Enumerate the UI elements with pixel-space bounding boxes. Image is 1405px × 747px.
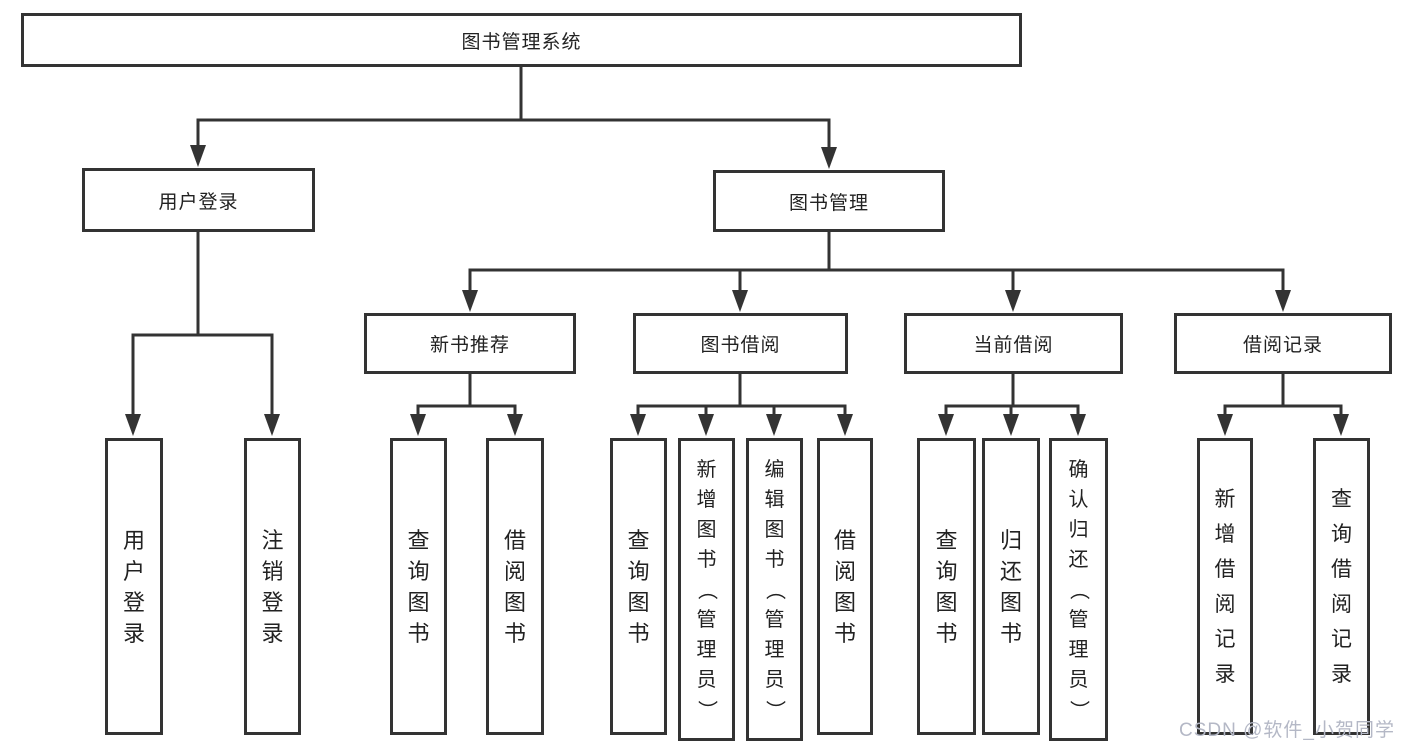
- node-book-borrow: 图书借阅: [633, 313, 848, 374]
- leaf-query-book-2: 查询图书: [610, 438, 667, 735]
- node-user-login: 用户登录: [82, 168, 315, 232]
- node-borrow-records: 借阅记录: [1174, 313, 1392, 374]
- leaf-borrow-book-1: 借阅图书: [486, 438, 544, 735]
- leaf-user-login: 用户登录: [105, 438, 163, 735]
- node-current-borrow: 当前借阅: [904, 313, 1123, 374]
- leaf-borrow-book-2: 借阅图书: [817, 438, 873, 735]
- leaf-logout: 注销登录: [244, 438, 301, 735]
- leaf-return-book: 归还图书: [982, 438, 1040, 735]
- watermark-text: CSDN @软件_小贺同学: [1179, 720, 1395, 741]
- leaf-add-book-admin: 新增图书（管理员）: [678, 438, 735, 741]
- leaf-confirm-return-admin: 确认归还（管理员）: [1049, 438, 1108, 741]
- leaf-add-borrow-record: 新增借阅记录: [1197, 438, 1253, 735]
- leaf-query-borrow-record: 查询借阅记录: [1313, 438, 1370, 735]
- node-new-book-recommend: 新书推荐: [364, 313, 576, 374]
- leaf-edit-book-admin: 编辑图书（管理员）: [746, 438, 803, 741]
- node-library-system: 图书管理系统: [21, 13, 1022, 67]
- arrowheads: [125, 145, 1349, 436]
- node-book-management: 图书管理: [713, 170, 945, 232]
- leaf-query-book-3: 查询图书: [917, 438, 976, 735]
- leaf-query-book-1: 查询图书: [390, 438, 447, 735]
